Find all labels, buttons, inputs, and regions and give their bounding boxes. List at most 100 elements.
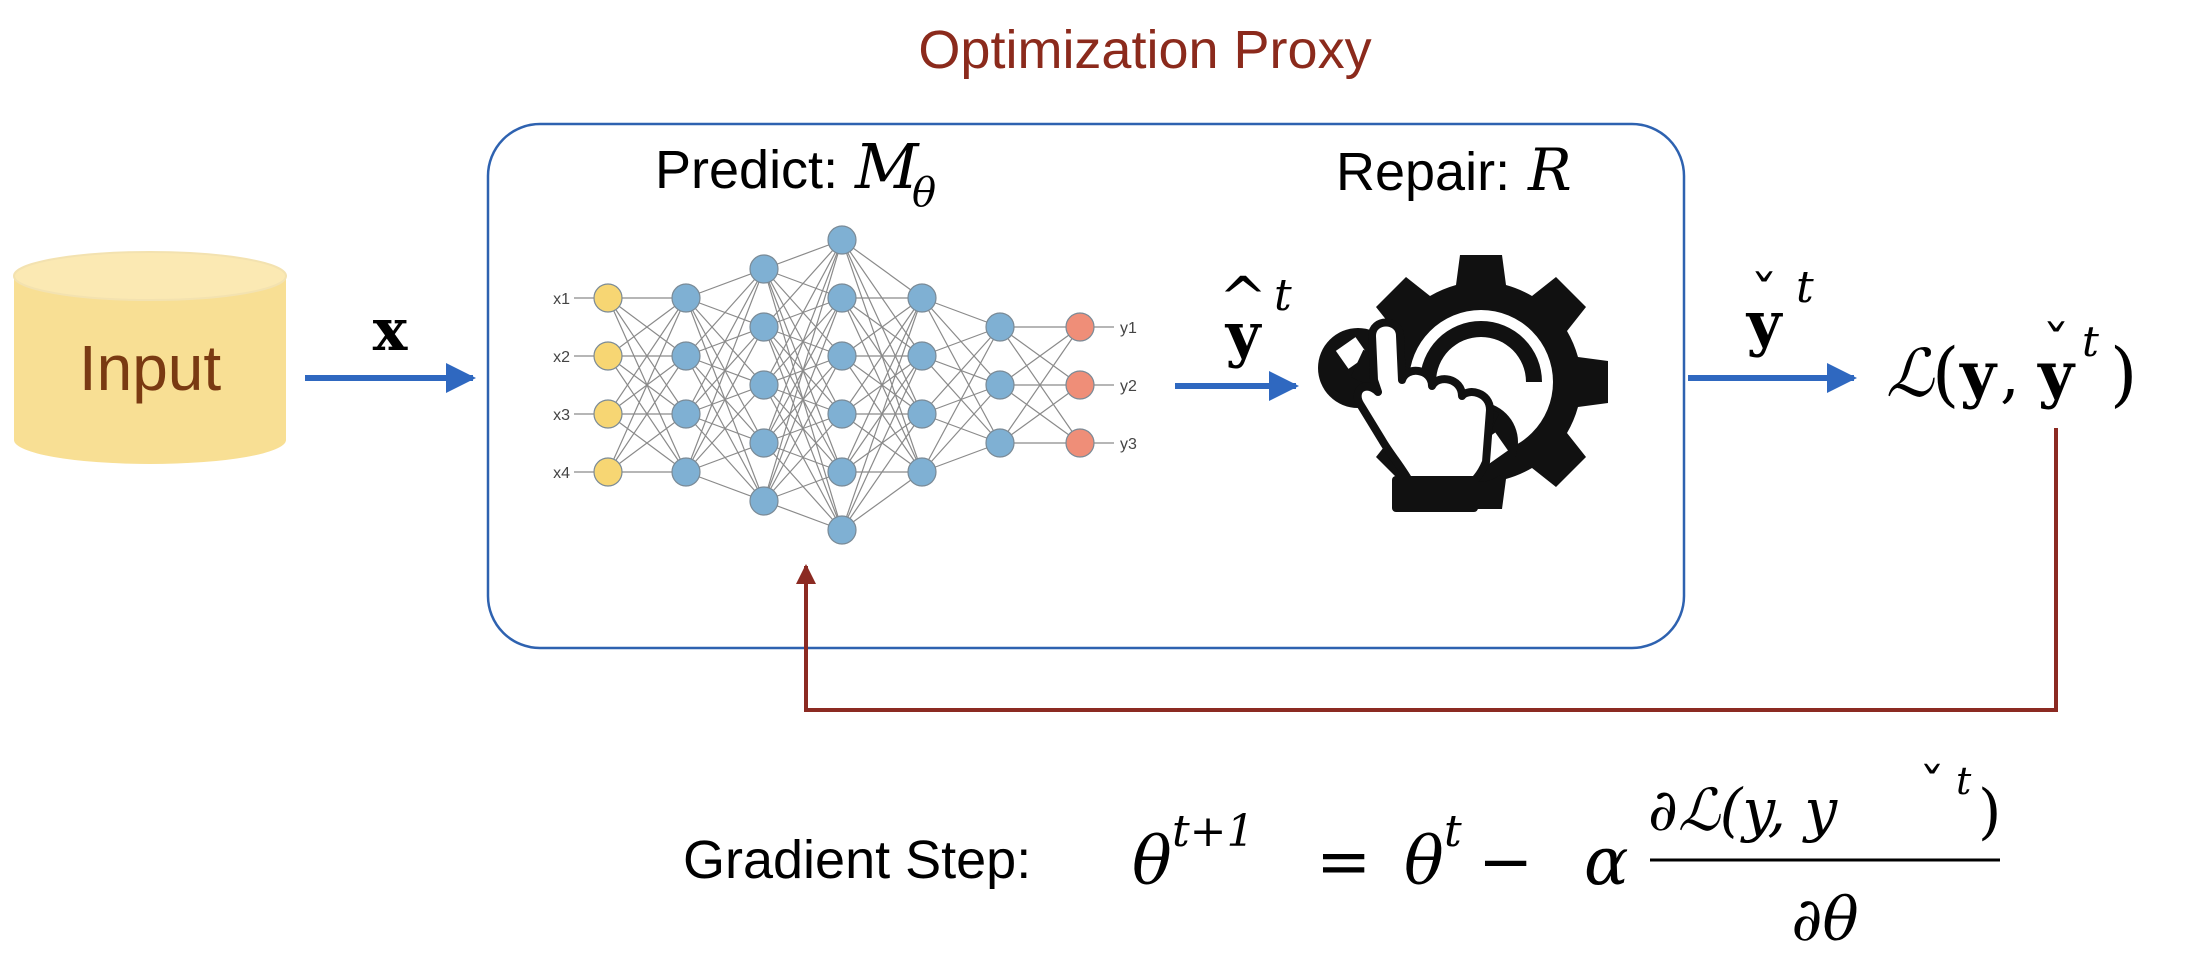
nn-hidden-node bbox=[907, 457, 937, 487]
gradient-numerator-accent: ˇ bbox=[1919, 759, 1945, 819]
proxy-box bbox=[486, 122, 1686, 650]
nn-edge bbox=[763, 239, 843, 328]
gradient-numerator-close: ) bbox=[1978, 777, 2001, 847]
nn-hidden-node bbox=[827, 283, 857, 313]
nn-input-label: x3 bbox=[553, 407, 570, 424]
nn-edge bbox=[763, 239, 843, 386]
input-database-icon: Input bbox=[13, 251, 287, 464]
nn-edge bbox=[685, 384, 765, 473]
nn-hidden-node bbox=[985, 370, 1015, 400]
predict-model-subscript: θ bbox=[912, 170, 936, 216]
gradient-numerator: ∂ℒ(y, y bbox=[1648, 776, 1838, 844]
gradient-theta-t: θ bbox=[1404, 823, 1444, 900]
nn-edge bbox=[685, 268, 765, 473]
gradient-step-label: Gradient Step: bbox=[683, 830, 1031, 890]
loss-arg2-superscript: t bbox=[2082, 317, 2099, 366]
nn-output-label: y2 bbox=[1120, 378, 1137, 395]
nn-hidden-node bbox=[827, 457, 857, 487]
repair-label: Repair: bbox=[1336, 142, 1510, 202]
gradient-equals: = bbox=[1316, 823, 1371, 900]
loss-script-symbol: ℒ bbox=[1886, 335, 1935, 412]
nn-input-label: x2 bbox=[553, 349, 570, 366]
nn-edge bbox=[999, 326, 1081, 444]
nn-hidden-node bbox=[671, 341, 701, 371]
gradient-feedback-arrow bbox=[796, 428, 2058, 712]
nn-edge bbox=[685, 326, 765, 473]
nn-output-label: y1 bbox=[1120, 320, 1137, 337]
gradient-numerator-superscript: t bbox=[1956, 759, 1972, 803]
nn-edge bbox=[841, 297, 923, 415]
repair-operator-symbol: R bbox=[1527, 136, 1572, 204]
predict-model-symbol: M bbox=[854, 130, 920, 203]
nn-edge bbox=[607, 355, 687, 473]
ycheck-superscript: t bbox=[1796, 262, 1814, 313]
nn-hidden-node bbox=[827, 341, 857, 371]
nn-hidden-node bbox=[907, 341, 937, 371]
nn-edge bbox=[685, 268, 765, 357]
nn-edge bbox=[607, 297, 687, 357]
loss-arg2: y bbox=[2037, 338, 2076, 411]
yhat-accent: ^ bbox=[1219, 264, 1268, 332]
repair-label-group: Repair: R bbox=[1336, 136, 1572, 204]
nn-edge bbox=[607, 297, 687, 473]
nn-edge bbox=[763, 239, 843, 444]
nn-hidden-node bbox=[985, 428, 1015, 458]
nn-hidden-node bbox=[827, 515, 857, 545]
nn-hidden-node bbox=[671, 457, 701, 487]
yhat-label-group: ^ y t bbox=[1219, 264, 1292, 370]
nn-edge bbox=[921, 384, 1001, 473]
loss-close-paren: ) bbox=[2110, 333, 2137, 415]
gradient-theta: θ bbox=[1132, 823, 1172, 900]
nn-edge bbox=[999, 384, 1081, 444]
nn-edge bbox=[763, 413, 843, 502]
ycheck-accent: ˇ bbox=[1750, 265, 1778, 330]
nn-input-label: x1 bbox=[553, 291, 570, 308]
nn-edge bbox=[607, 297, 687, 415]
nn-hidden-node bbox=[907, 283, 937, 313]
nn-edge bbox=[841, 413, 923, 531]
nn-edge bbox=[607, 413, 687, 473]
nn-output-node bbox=[1065, 312, 1095, 342]
predict-label: Predict: bbox=[655, 140, 838, 200]
nn-hidden-node bbox=[671, 283, 701, 313]
loss-comma: , bbox=[2000, 338, 2020, 411]
nn-edge bbox=[841, 239, 923, 299]
nn-output-node bbox=[1065, 428, 1095, 458]
nn-hidden-node bbox=[827, 399, 857, 429]
gradient-minus: − bbox=[1478, 823, 1533, 900]
nn-hidden-node bbox=[907, 399, 937, 429]
gradient-alpha: α bbox=[1584, 823, 1629, 900]
input-label: Input bbox=[79, 332, 222, 404]
nn-hidden-node bbox=[749, 428, 779, 458]
nn-input-label: x4 bbox=[553, 465, 570, 482]
nn-edge bbox=[763, 355, 843, 502]
nn-edge bbox=[685, 268, 765, 415]
nn-hidden-node bbox=[749, 254, 779, 284]
nn-edge bbox=[841, 297, 923, 531]
ycheck-label-group: ˇ y t bbox=[1746, 262, 1814, 359]
gradient-denominator: ∂θ bbox=[1791, 885, 1858, 955]
nn-edge bbox=[921, 326, 1001, 415]
nn-edge bbox=[841, 297, 923, 357]
nn-output-node bbox=[1065, 370, 1095, 400]
gradient-theta-superscript: t+1 bbox=[1172, 806, 1255, 857]
loss-arg1: y bbox=[1959, 338, 1998, 411]
gradient-theta-t-superscript: t bbox=[1444, 806, 1462, 857]
nn-edge bbox=[763, 297, 843, 502]
ycheck-symbol: y bbox=[1746, 289, 1784, 359]
nn-hidden-node bbox=[827, 225, 857, 255]
repair-gear-wrench-icon bbox=[1318, 255, 1608, 512]
nn-hidden-node bbox=[749, 370, 779, 400]
nn-edge bbox=[841, 471, 923, 531]
yhat-superscript: t bbox=[1274, 270, 1292, 321]
nn-input-node bbox=[593, 341, 623, 371]
diagram-title: Optimization Proxy bbox=[918, 20, 1371, 80]
nn-input-node bbox=[593, 283, 623, 313]
nn-hidden-node bbox=[671, 399, 701, 429]
loss-open-paren: ( bbox=[1932, 333, 1959, 415]
nn-hidden-node bbox=[749, 312, 779, 342]
nn-edge bbox=[763, 239, 843, 502]
gradient-step-equation: Gradient Step: θ t+1 = θ t − α ∂ℒ(y, y ˇ… bbox=[683, 759, 2001, 955]
predict-label-group: Predict: M θ bbox=[655, 130, 936, 216]
